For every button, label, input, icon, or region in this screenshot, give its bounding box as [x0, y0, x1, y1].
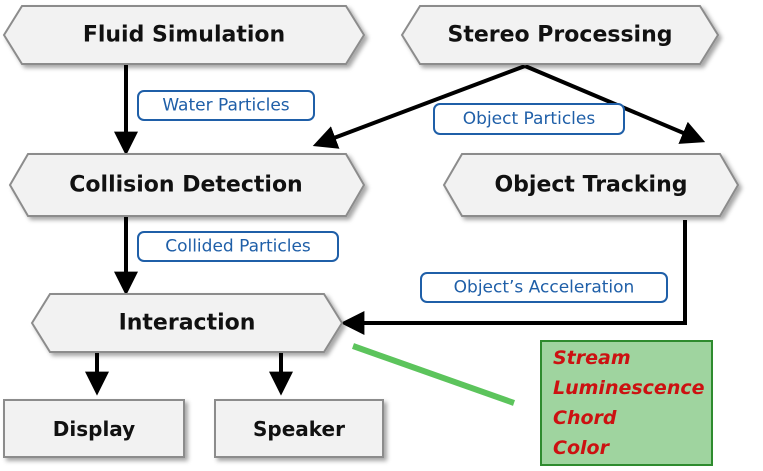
node-display: Display [3, 399, 185, 458]
node-label: Collision Detection [69, 173, 302, 198]
note-connector [351, 343, 516, 406]
edge-label-water-particles: Water Particles [137, 90, 315, 121]
node-object-tracking: Object Tracking [442, 153, 740, 217]
edge-tracking-to-interaction [340, 220, 687, 335]
node-label: Display [53, 417, 135, 441]
node-label: Stereo Processing [447, 23, 672, 48]
note-item-stream: Stream [553, 347, 631, 369]
node-collision-detection: Collision Detection [8, 153, 366, 217]
node-label: Interaction [119, 311, 256, 336]
edge-label-object-particles: Object Particles [433, 103, 625, 135]
node-interaction: Interaction [30, 293, 344, 353]
edge-label-collided-particles: Collided Particles [137, 231, 339, 262]
edge-label-text: Collided Particles [165, 237, 311, 257]
node-speaker: Speaker [214, 399, 384, 458]
edge-label-text: Water Particles [162, 96, 289, 116]
note-item-chord: Chord [553, 407, 617, 429]
node-stereo-processing: Stereo Processing [400, 5, 720, 65]
edge-label-text: Object’s Acceleration [454, 278, 635, 298]
edge-label-objects-acceleration: Object’s Acceleration [420, 272, 668, 303]
node-label: Speaker [253, 417, 345, 441]
output-modes-note: Stream Luminescence Chord Color [540, 340, 713, 466]
node-label: Object Tracking [494, 173, 687, 198]
node-label: Fluid Simulation [83, 23, 285, 48]
node-fluid-simulation: Fluid Simulation [2, 5, 366, 65]
note-item-color: Color [553, 437, 611, 459]
edge-stereo-to-collision [312, 64, 526, 149]
edge-label-text: Object Particles [463, 109, 596, 129]
note-item-luminescence: Luminescence [553, 377, 705, 399]
